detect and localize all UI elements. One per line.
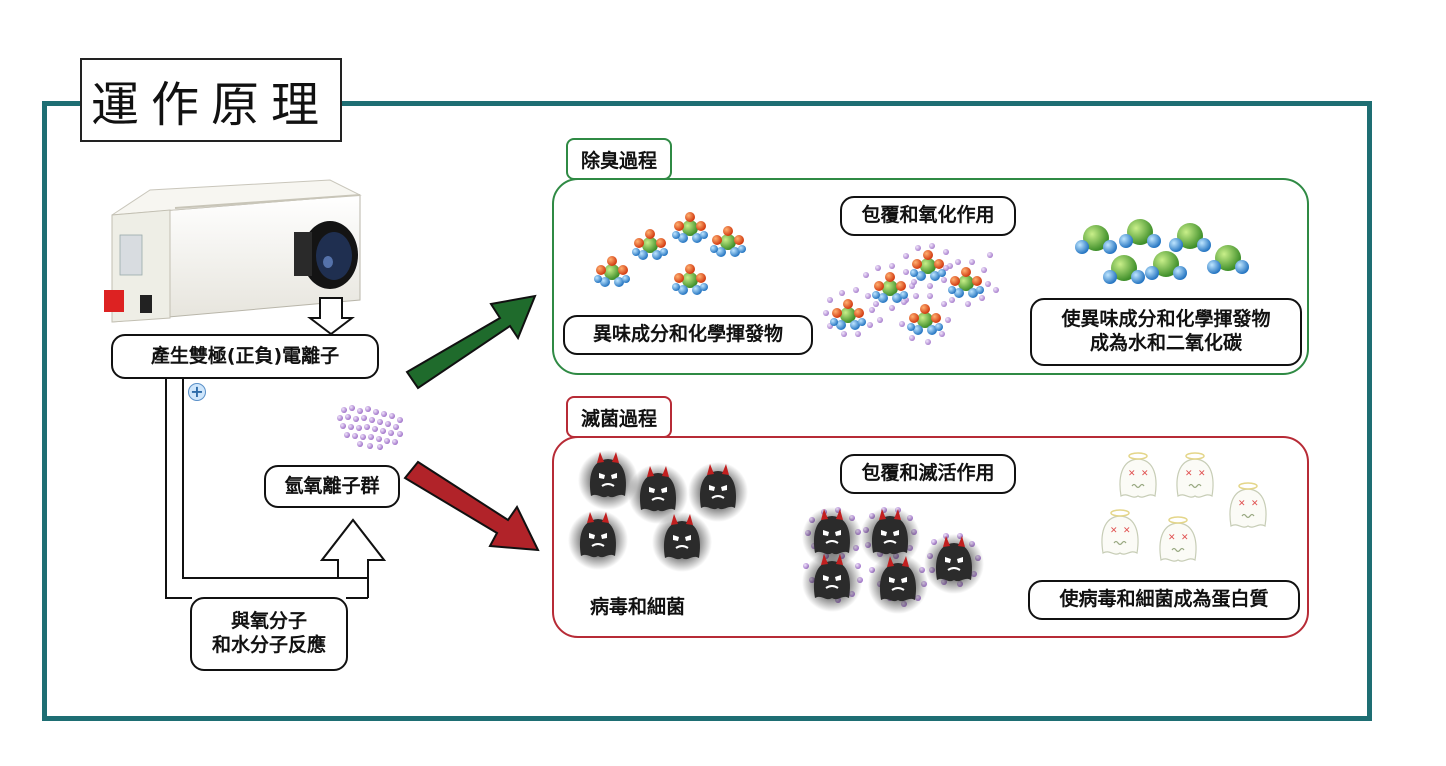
page-title: 運作原理	[80, 58, 342, 142]
green-arrow	[405, 294, 537, 390]
loop-line-outer	[165, 378, 192, 599]
sterilize-panel	[552, 436, 1309, 638]
reaction-label-line2: 和水分子反應	[211, 634, 326, 656]
sterilize-heading: 滅菌過程	[566, 396, 672, 438]
odor-output-line2: 成為水和二氧化碳	[1089, 332, 1242, 354]
virus-output-label: 使病毒和細菌成為蛋白質	[1028, 580, 1300, 620]
odor-input-label: 異味成分和化學揮發物	[563, 315, 813, 355]
ion-cluster-label: 氫氧離子群	[264, 465, 400, 508]
odor-output-label: 使異味成分和化學揮發物 成為水和二氧化碳	[1030, 298, 1302, 366]
inactivation-label: 包覆和滅活作用	[840, 454, 1016, 494]
deodorize-heading: 除臭過程	[566, 138, 672, 180]
oxidation-label: 包覆和氧化作用	[840, 196, 1016, 236]
coated-molecules	[823, 243, 999, 345]
reaction-label-line1: 與氧分子	[230, 610, 307, 633]
ion-cluster	[337, 405, 403, 450]
virus-input-label: 病毒和細菌	[590, 596, 686, 618]
coated-viruses	[801, 506, 985, 615]
red-arrow	[403, 460, 540, 552]
main-frame	[42, 101, 1372, 721]
reaction-label: 與氧分子 和水分子反應	[190, 597, 348, 671]
ionizer-device	[104, 179, 362, 323]
device-down-arrow	[307, 297, 355, 336]
odor-output-line1: 使異味成分和化學揮發物	[1061, 308, 1271, 331]
plus-ion-icon: +	[188, 383, 206, 401]
device-label: 產生雙極(正負)電離子	[111, 334, 379, 379]
deodorize-panel	[552, 178, 1309, 375]
